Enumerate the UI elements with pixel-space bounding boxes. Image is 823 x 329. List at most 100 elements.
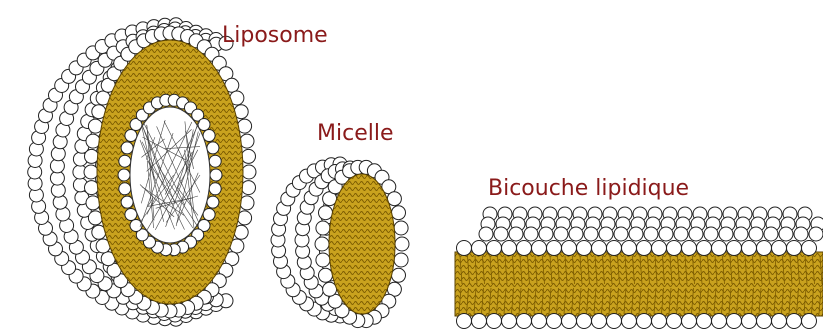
lipid-head	[242, 149, 256, 163]
lipid-head	[203, 209, 215, 221]
lipid-head	[209, 155, 221, 167]
lipid-head	[319, 268, 333, 282]
lipid-head	[472, 314, 487, 329]
lipid-head	[629, 227, 643, 241]
lipid-head	[394, 253, 408, 267]
lipid-head	[689, 227, 703, 241]
lipid-head	[644, 227, 658, 241]
lipid-head	[712, 241, 727, 256]
lipid-head	[802, 314, 817, 329]
lipid-head	[532, 241, 547, 256]
lipid-head	[794, 227, 808, 241]
lipid-head	[242, 165, 256, 179]
liposome-label: Liposome	[222, 23, 328, 48]
lipid-head	[502, 241, 517, 256]
lipid-head	[607, 314, 622, 329]
lipid-head	[316, 221, 330, 235]
lipid-head	[207, 142, 219, 154]
lipid-head	[125, 130, 137, 142]
lipid-head	[802, 241, 817, 256]
lipid-head	[764, 227, 778, 241]
lipid-bilayer	[455, 207, 823, 329]
lipid-head	[84, 165, 98, 179]
lipid-head	[757, 314, 772, 329]
lipid-head	[652, 241, 667, 256]
lipid-head	[719, 227, 733, 241]
lipid-head	[539, 227, 553, 241]
lipid-head	[637, 241, 652, 256]
lipid-head	[86, 134, 100, 148]
lipid-head	[772, 241, 787, 256]
lipid-head	[479, 227, 493, 241]
lipid-head	[592, 241, 607, 256]
lipid-head	[562, 241, 577, 256]
lipid-head	[682, 241, 697, 256]
lipid-head	[742, 314, 757, 329]
lipid-head	[757, 241, 772, 256]
lipid-head	[547, 314, 562, 329]
lipid-head	[772, 314, 787, 329]
bilayer-top-heads-back	[479, 207, 823, 241]
micelle-tail-core	[329, 174, 395, 314]
lipid-head	[674, 227, 688, 241]
lipid-head	[240, 196, 254, 210]
lipid-head	[86, 196, 100, 210]
lipid-head	[494, 227, 508, 241]
lipid-head	[682, 314, 697, 329]
lipid-head	[392, 268, 406, 282]
lipid-head	[85, 181, 99, 195]
lipid-head	[652, 314, 667, 329]
lipid-head	[315, 237, 329, 251]
lipid-head	[779, 227, 793, 241]
lipid-head	[207, 196, 219, 208]
micelle-label: Micelle	[317, 121, 393, 146]
lipid-head	[203, 130, 215, 142]
lipid-head	[727, 314, 742, 329]
lipid-head	[509, 227, 523, 241]
lipid-head	[242, 181, 256, 195]
lipid-head	[547, 241, 562, 256]
lipid-head	[125, 209, 137, 221]
lipid-head	[487, 241, 502, 256]
lipid-head	[457, 314, 472, 329]
lipid-head	[704, 227, 718, 241]
lipid-head	[734, 227, 748, 241]
lipid-head	[85, 149, 99, 163]
lipid-head	[118, 169, 130, 181]
lipid-head	[210, 169, 222, 181]
lipid-head	[614, 227, 628, 241]
lipid-head	[524, 227, 538, 241]
lipid-head	[607, 241, 622, 256]
lipid-head	[622, 241, 637, 256]
lipid-head	[554, 227, 568, 241]
lipid-head	[319, 206, 333, 220]
lipid-head	[532, 314, 547, 329]
lipid-head	[502, 314, 517, 329]
lipid-head	[787, 314, 802, 329]
micelle	[271, 157, 409, 328]
lipid-head	[667, 314, 682, 329]
bilayer-label: Bicouche lipidique	[488, 176, 689, 201]
lipid-head	[667, 241, 682, 256]
lipid-head	[637, 314, 652, 329]
lipid-head	[727, 241, 742, 256]
lipid-head	[592, 314, 607, 329]
lipid-head	[569, 227, 583, 241]
lipid-head	[457, 241, 472, 256]
lipid-head	[809, 227, 823, 241]
lipid-head	[316, 253, 330, 267]
lipid-head	[659, 227, 673, 241]
lipid-head	[622, 314, 637, 329]
lipid-head	[577, 314, 592, 329]
lipid-head	[392, 206, 406, 220]
lipid-head	[487, 314, 502, 329]
lipid-head	[599, 227, 613, 241]
lipid-head	[119, 155, 131, 167]
lipid-head	[119, 183, 131, 195]
lipid-head	[209, 183, 221, 195]
lipid-head	[787, 241, 802, 256]
lipid-head	[697, 314, 712, 329]
lipid-head	[517, 241, 532, 256]
lipid-head	[394, 221, 408, 235]
